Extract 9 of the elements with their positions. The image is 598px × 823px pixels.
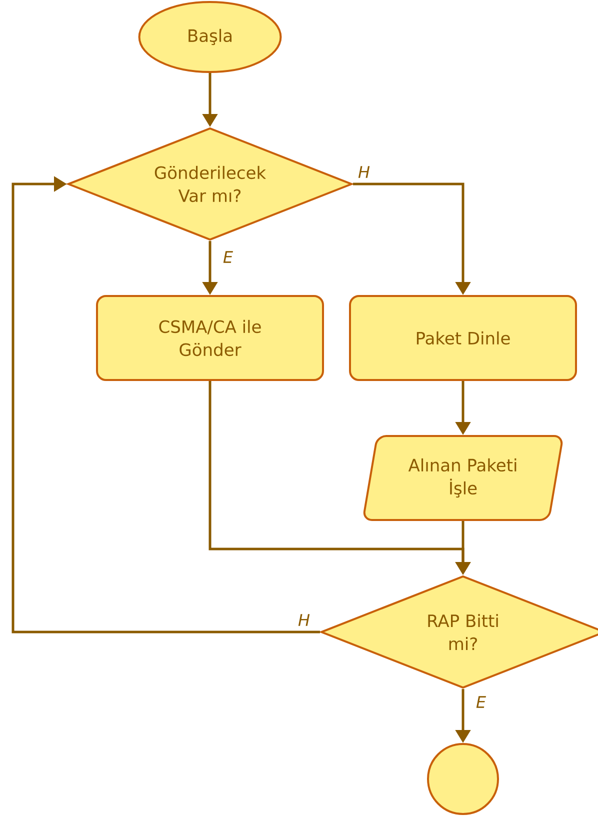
arrow <box>12 176 320 634</box>
edge-label: H <box>296 613 312 627</box>
data-parallelogram: Alınan Paketi İşle <box>363 435 563 521</box>
process-box: Paket Dinle <box>349 295 577 381</box>
edge-label: E <box>222 250 234 264</box>
process-box: CSMA/CA ile Gönder <box>96 295 324 381</box>
edge-label: E <box>474 695 488 709</box>
edge-label: H <box>356 165 372 179</box>
end-circle <box>427 743 499 815</box>
